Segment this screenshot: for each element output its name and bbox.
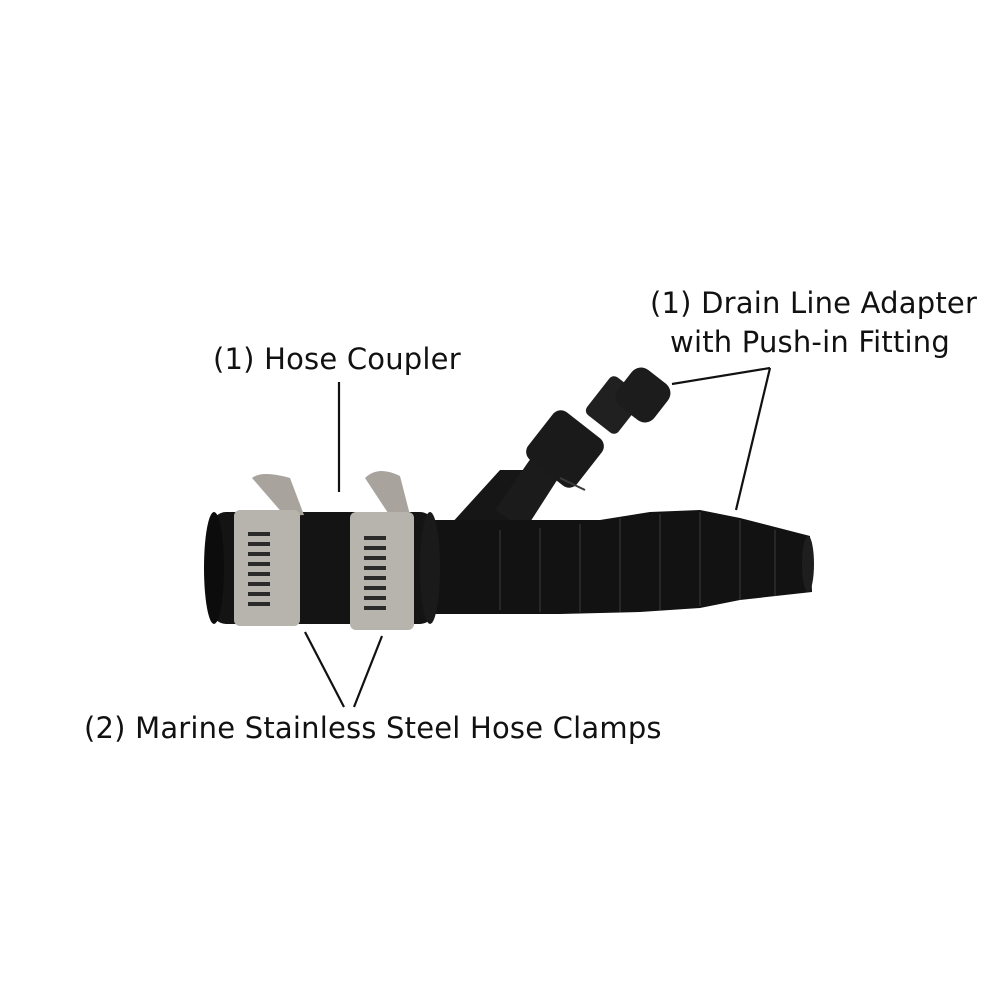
hose-clamps-label: (2) Marine Stainless Steel Hose Clamps (84, 711, 662, 745)
clamp-left (234, 474, 304, 626)
drain-line-adapter-body (420, 510, 814, 614)
leader-lines (304, 366, 772, 708)
drain-adapter-label-line2: with Push-in Fitting (670, 325, 950, 359)
drain-adapter-label-line1: (1) Drain Line Adapter (650, 286, 978, 320)
hose-clamps (234, 470, 414, 630)
hose-coupler-label: (1) Hose Coupler (213, 342, 461, 376)
clamp-right (350, 470, 414, 630)
